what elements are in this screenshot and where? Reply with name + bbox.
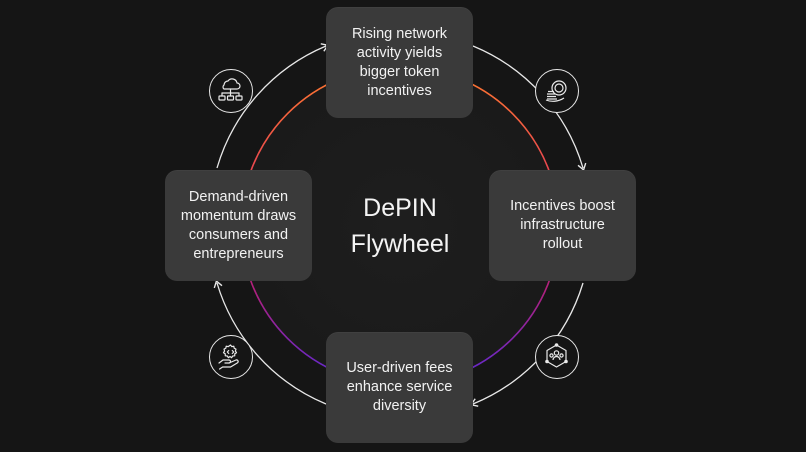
node-rising-network-activity: Rising network activity yields bigger to… — [326, 7, 473, 118]
arc-left-to-top — [216, 43, 330, 169]
node-label: Rising network activity yields bigger to… — [351, 25, 448, 99]
token-coins-icon — [535, 69, 579, 113]
node-label: Incentives boost infrastructure rollout — [510, 198, 615, 252]
node-incentives-boost: Incentives boost infrastructure rollout — [489, 170, 636, 281]
community-network-icon — [535, 335, 579, 379]
network-cloud-icon — [209, 69, 253, 113]
arc-bottom-to-left — [213, 279, 327, 405]
center-title-line1: DePIN — [363, 194, 437, 222]
node-label: User-driven fees enhance service diversi… — [346, 360, 453, 414]
node-demand-driven-momentum: Demand-driven momentum draws consumers a… — [165, 170, 312, 281]
center-title: DePIN Flywheel — [320, 190, 480, 262]
center-title-line2: Flywheel — [350, 230, 450, 258]
service-hand-icon — [209, 335, 253, 379]
inner-disc — [241, 67, 559, 385]
node-user-driven-fees: User-driven fees enhance service diversi… — [326, 332, 473, 443]
node-label: Demand-driven momentum draws consumers a… — [180, 188, 297, 262]
